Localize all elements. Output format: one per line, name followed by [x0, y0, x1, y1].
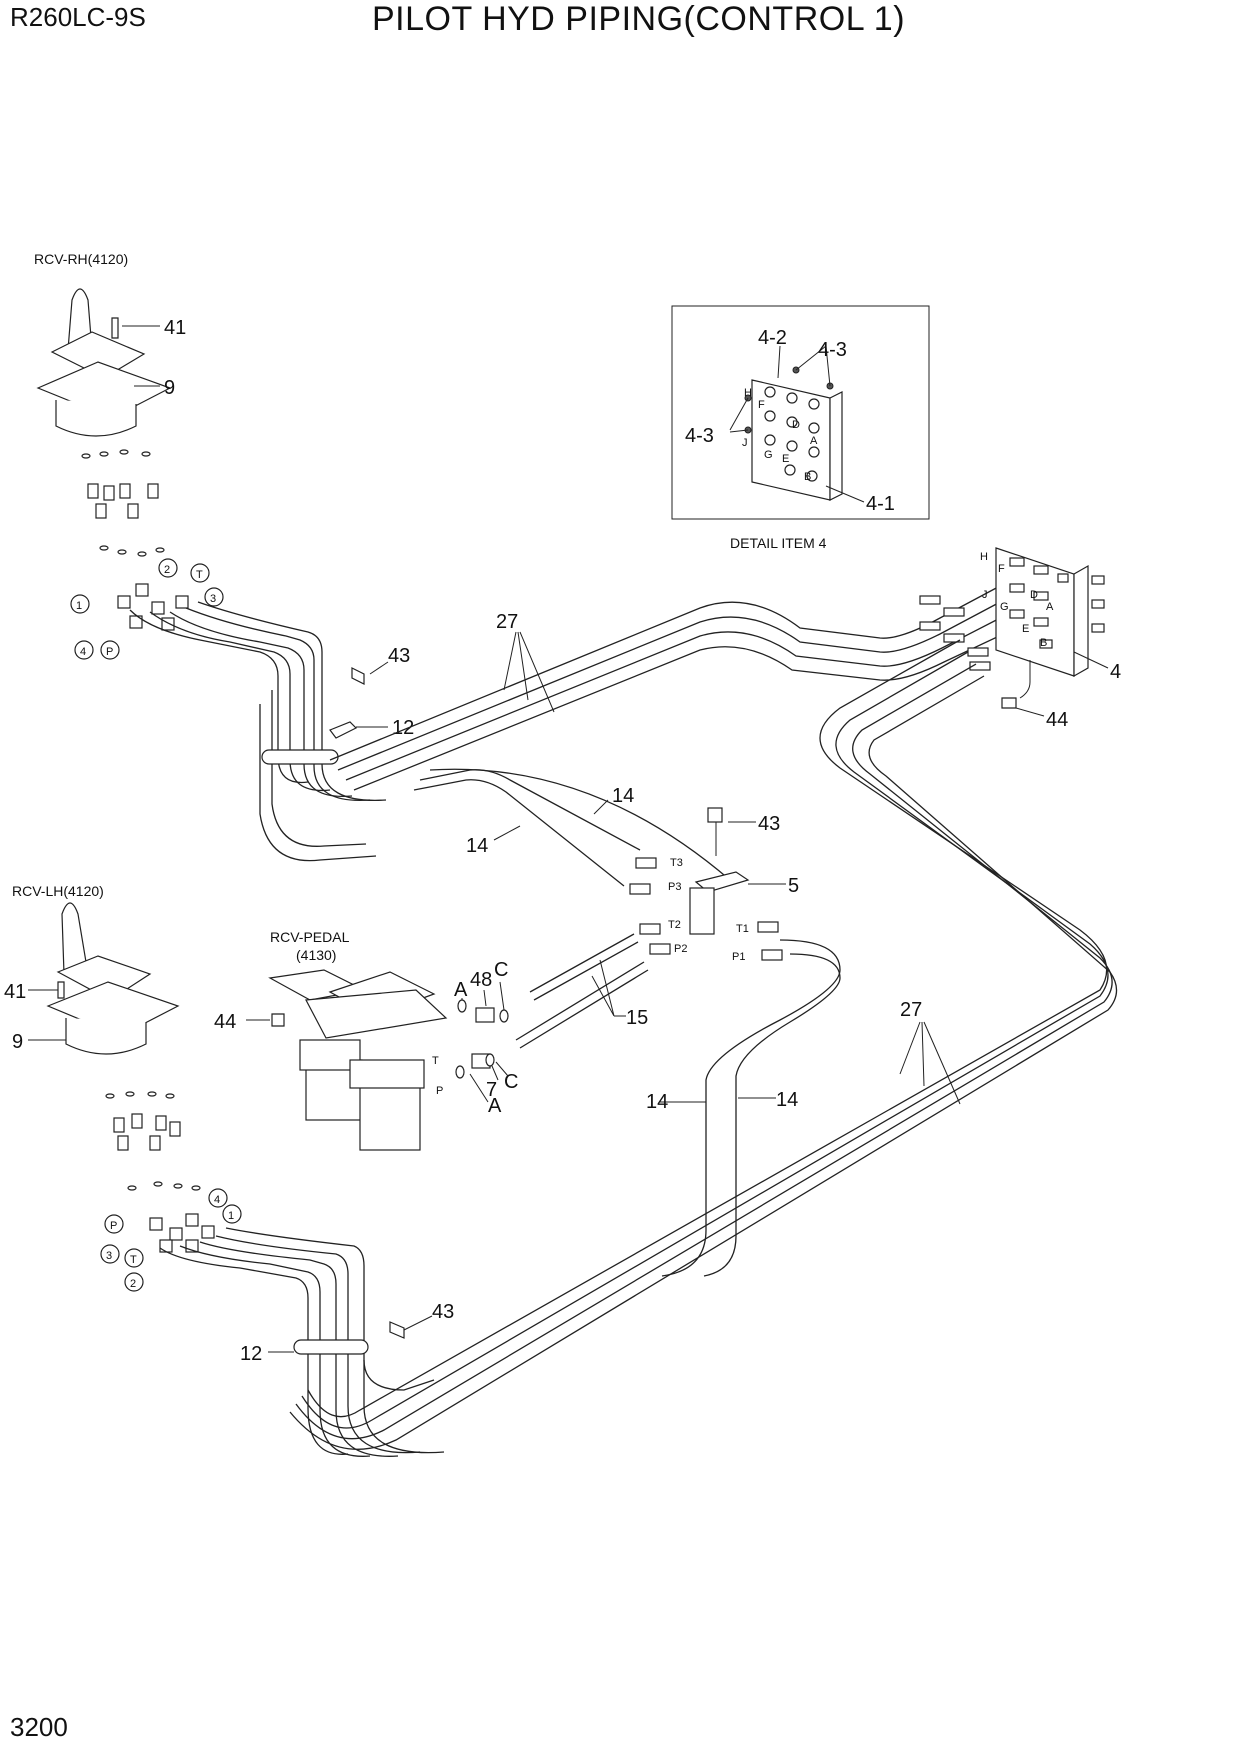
- circled-3: 3: [106, 1250, 112, 1262]
- port-label: B: [1040, 637, 1047, 649]
- detail-frame: [671, 305, 930, 520]
- port-label: J: [742, 437, 748, 449]
- callout-41: 41: [164, 317, 186, 339]
- callout-41: 41: [4, 981, 26, 1003]
- callout-48: 48: [470, 969, 492, 991]
- callout-9: 9: [12, 1031, 23, 1053]
- callout-a: A: [488, 1095, 502, 1117]
- port-label: T: [432, 1055, 439, 1067]
- circled-p: P: [106, 646, 113, 658]
- callout-43: 43: [432, 1301, 454, 1323]
- callout-12: 12: [240, 1343, 262, 1365]
- lh-hose-bundle: [159, 1227, 445, 1457]
- page-number: 3200: [10, 1712, 68, 1742]
- callout-27-lower: 27: [900, 999, 922, 1021]
- pipes-15: 15: [515, 933, 649, 1049]
- port-label: D: [1030, 589, 1038, 601]
- circled-1: 1: [76, 600, 82, 612]
- callout-43: 43: [388, 645, 410, 667]
- callout-4: 4: [1110, 661, 1121, 683]
- callout-5: 5: [788, 875, 799, 897]
- block-4: H F J G D A E B 4 44: [919, 547, 1121, 731]
- callout-a: A: [454, 979, 468, 1001]
- port-label: D: [792, 419, 800, 431]
- pipes-14: 14 14 14 14: [413, 768, 841, 1277]
- port-label: G: [764, 449, 773, 461]
- callout-14: 14: [776, 1089, 798, 1111]
- circled-2: 2: [164, 564, 170, 576]
- callout-14: 14: [466, 835, 488, 857]
- port-label: P: [436, 1085, 443, 1097]
- callout-14: 14: [612, 785, 634, 807]
- port-label: J: [982, 589, 988, 601]
- callout-7: 7: [486, 1079, 497, 1101]
- fittings-48-7: A 48 C C 7 A: [454, 959, 518, 1117]
- port-label: P2: [674, 943, 687, 955]
- callout-43: 43: [758, 813, 780, 835]
- circled-1: 1: [228, 1210, 234, 1222]
- callout-14: 14: [646, 1091, 668, 1113]
- port-label: T2: [668, 919, 681, 931]
- rh-hose-bundle: [129, 601, 387, 862]
- port-label: H: [744, 387, 752, 399]
- detail-caption: DETAIL ITEM 4: [730, 535, 827, 551]
- callout-15: 15: [626, 1007, 648, 1029]
- group-label-rcv-pedal-code: (4130): [296, 947, 336, 963]
- circled-2: 2: [130, 1278, 136, 1290]
- rcv-pedal-assembly: RCV-PEDAL (4130) 44 T P: [214, 929, 448, 1151]
- circled-4: 4: [214, 1194, 220, 1206]
- port-label: E: [1022, 623, 1029, 635]
- port-label: A: [810, 435, 818, 447]
- callout-4-3: 4-3: [818, 339, 847, 361]
- port-label: T3: [670, 857, 683, 869]
- port-label: T1: [736, 923, 749, 935]
- port-label: H: [980, 551, 988, 563]
- callout-c: C: [504, 1071, 518, 1093]
- callout-4-3: 4-3: [685, 425, 714, 447]
- port-label: F: [998, 563, 1005, 575]
- port-label: P1: [732, 951, 745, 963]
- callout-9: 9: [164, 377, 175, 399]
- circled-t: T: [196, 569, 203, 581]
- group-label-rcv-lh: RCV-LH(4120): [12, 883, 104, 899]
- circled-t: T: [130, 1254, 137, 1266]
- clamp-12-upper: 12 43: [261, 645, 414, 765]
- port-label: B: [804, 471, 811, 483]
- port-label: P3: [668, 881, 681, 893]
- group-label-rcv-pedal: RCV-PEDAL: [270, 929, 350, 945]
- callout-4-1: 4-1: [866, 493, 895, 515]
- group-label-rcv-rh: RCV-RH(4120): [34, 251, 128, 267]
- callout-4-2: 4-2: [758, 327, 787, 349]
- circled-3: 3: [210, 593, 216, 605]
- callout-44-lower: 44: [214, 1011, 236, 1033]
- port-label: A: [1046, 601, 1054, 613]
- rcv-rh-assembly: RCV-RH(4120) 41 9 1 2 T 3 4 P: [34, 251, 224, 660]
- port-label: F: [758, 399, 765, 411]
- circled-p: P: [110, 1220, 117, 1232]
- callout-44-upper: 44: [1046, 709, 1068, 731]
- detail-item-4: H F J G E D A B 4-2 4-3 4-3 4-1 DETAIL I…: [671, 305, 930, 551]
- rcv-lh-assembly: RCV-LH(4120) 41 9 P 4 1 3 T 2: [4, 883, 242, 1292]
- port-label: G: [1000, 601, 1009, 613]
- pipes-27-upper: 27: [329, 585, 1013, 791]
- callout-12: 12: [392, 717, 414, 739]
- pipes-27-lower: 27: [289, 639, 1118, 1450]
- clamp-12-lower: 12 43: [240, 1301, 454, 1365]
- model-number: R260LC-9S: [10, 2, 146, 32]
- callout-27-upper: 27: [496, 611, 518, 633]
- callout-c: C: [494, 959, 508, 981]
- port-label: E: [782, 453, 789, 465]
- circled-4: 4: [80, 646, 86, 658]
- block-5: T3 P3 T2 P2 T1 P1 5 43: [629, 807, 799, 963]
- page-title: PILOT HYD PIPING(CONTROL 1): [372, 0, 906, 38]
